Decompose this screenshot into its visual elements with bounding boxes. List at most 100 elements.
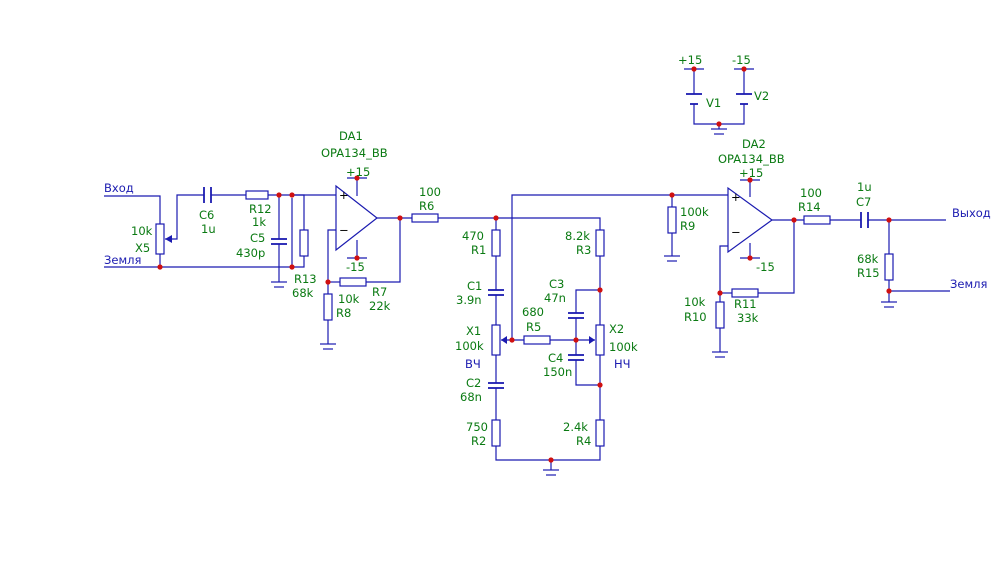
resistor-r14[interactable] bbox=[803, 215, 831, 225]
potentiometer-x1[interactable] bbox=[491, 324, 501, 356]
resistor-r12[interactable] bbox=[245, 190, 269, 200]
component-value: 68k bbox=[857, 252, 879, 266]
capacitor-c6[interactable] bbox=[203, 187, 212, 203]
component-value: 68n bbox=[460, 390, 482, 404]
component-value: 680 bbox=[522, 305, 544, 319]
junction-dot bbox=[548, 457, 554, 463]
junction-dot bbox=[289, 192, 295, 198]
arrow-icon bbox=[165, 235, 172, 243]
component-value: 22k bbox=[369, 299, 391, 313]
junction-dot bbox=[886, 288, 892, 294]
potentiometer-x5[interactable] bbox=[155, 223, 165, 255]
resistor-r8[interactable] bbox=[323, 293, 333, 321]
component-ref: R4 bbox=[576, 434, 591, 448]
component-ref: C6 bbox=[199, 208, 214, 222]
supply-label: +15 bbox=[739, 166, 763, 180]
wire bbox=[758, 220, 795, 294]
component-ref: R6 bbox=[419, 199, 434, 213]
arrow-icon bbox=[589, 336, 595, 344]
component-note: ВЧ bbox=[465, 357, 481, 371]
wire bbox=[719, 245, 728, 293]
junction-dot bbox=[354, 255, 360, 261]
component-value: 100k bbox=[609, 340, 638, 354]
resistor-r6[interactable] bbox=[411, 213, 439, 223]
component-ref: C7 bbox=[856, 195, 871, 209]
component-ref: X1 bbox=[466, 324, 481, 338]
wire bbox=[496, 217, 601, 230]
component-value: 3.9n bbox=[456, 293, 482, 307]
component-value: 100k bbox=[455, 339, 484, 353]
supply-label: +15 bbox=[678, 53, 702, 67]
opamp-da2[interactable]: + − bbox=[727, 186, 774, 254]
capacitors bbox=[203, 93, 869, 389]
components bbox=[155, 190, 894, 447]
opamp-model: OPA134_BB bbox=[718, 152, 785, 166]
junction-dot bbox=[325, 279, 331, 285]
component-value: 150n bbox=[543, 365, 572, 379]
potentiometer-x2[interactable] bbox=[595, 324, 605, 356]
opamp-da1[interactable]: + − bbox=[335, 184, 378, 252]
resistor-r7[interactable] bbox=[339, 277, 367, 287]
component-value: 470 bbox=[462, 229, 484, 243]
opamp-plus-pin: + bbox=[731, 190, 741, 204]
component-value: 47n bbox=[544, 291, 566, 305]
component-ref: R9 bbox=[680, 219, 695, 233]
component-ref: C2 bbox=[466, 376, 481, 390]
component-ref: C3 bbox=[549, 277, 564, 291]
junction-dot bbox=[597, 382, 603, 388]
battery-v2[interactable] bbox=[736, 93, 752, 105]
junction-dot bbox=[354, 175, 360, 181]
supply-label: -15 bbox=[346, 260, 365, 274]
component-ref: C5 bbox=[250, 231, 265, 245]
resistor-r15[interactable] bbox=[884, 253, 894, 281]
junction-dot bbox=[747, 177, 753, 183]
resistor-r11[interactable] bbox=[731, 288, 759, 298]
wires bbox=[104, 68, 950, 476]
source-ref-v2: V2 bbox=[754, 89, 769, 103]
capacitor-c2[interactable] bbox=[488, 382, 504, 389]
junction-dot bbox=[717, 290, 723, 296]
capacitor-c7[interactable] bbox=[860, 212, 869, 228]
supply-label: +15 bbox=[346, 165, 370, 179]
component-ref: X5 bbox=[135, 241, 150, 255]
resistor-r5[interactable] bbox=[523, 335, 551, 345]
resistor-r1[interactable] bbox=[491, 229, 501, 257]
junction-dot bbox=[716, 121, 722, 127]
resistor-r10[interactable] bbox=[715, 301, 725, 329]
wire bbox=[575, 289, 600, 313]
component-value: 1u bbox=[857, 180, 872, 194]
arrow-icon bbox=[501, 336, 507, 344]
opamp-ref: DA1 bbox=[339, 129, 363, 143]
capacitor-c4[interactable] bbox=[568, 354, 584, 361]
component-value: 33k bbox=[737, 311, 759, 325]
supply-label: -15 bbox=[756, 260, 775, 274]
component-ref: R5 bbox=[526, 320, 541, 334]
capacitor-c3[interactable] bbox=[568, 312, 584, 319]
resistor-r4[interactable] bbox=[595, 419, 605, 447]
component-ref: R3 bbox=[576, 243, 591, 257]
component-value: 750 bbox=[466, 420, 488, 434]
component-ref: R8 bbox=[336, 306, 351, 320]
resistor-r9[interactable] bbox=[667, 206, 677, 234]
junction-dot bbox=[289, 264, 295, 270]
battery-v1[interactable] bbox=[686, 93, 702, 105]
component-note: НЧ bbox=[614, 357, 631, 371]
net-label-input: Вход bbox=[104, 181, 134, 195]
component-value: 2.4k bbox=[563, 420, 588, 434]
junction-dot bbox=[509, 337, 515, 343]
capacitor-c1[interactable] bbox=[488, 289, 504, 296]
component-ref: R12 bbox=[249, 202, 272, 216]
opamp-ref: DA2 bbox=[742, 137, 766, 151]
resistor-r13[interactable] bbox=[299, 229, 309, 257]
junction-dot bbox=[747, 255, 753, 261]
resistor-r3[interactable] bbox=[595, 229, 605, 257]
capacitor-c5[interactable] bbox=[271, 238, 287, 245]
component-value: 8.2k bbox=[565, 229, 590, 243]
component-ref: R1 bbox=[471, 243, 486, 257]
component-value: 10k bbox=[131, 224, 153, 238]
opamp-minus-pin: − bbox=[339, 223, 349, 237]
supply-label: -15 bbox=[732, 53, 751, 67]
junction-dot bbox=[597, 287, 603, 293]
resistor-r2[interactable] bbox=[491, 419, 501, 447]
component-value: 1k bbox=[252, 215, 266, 229]
